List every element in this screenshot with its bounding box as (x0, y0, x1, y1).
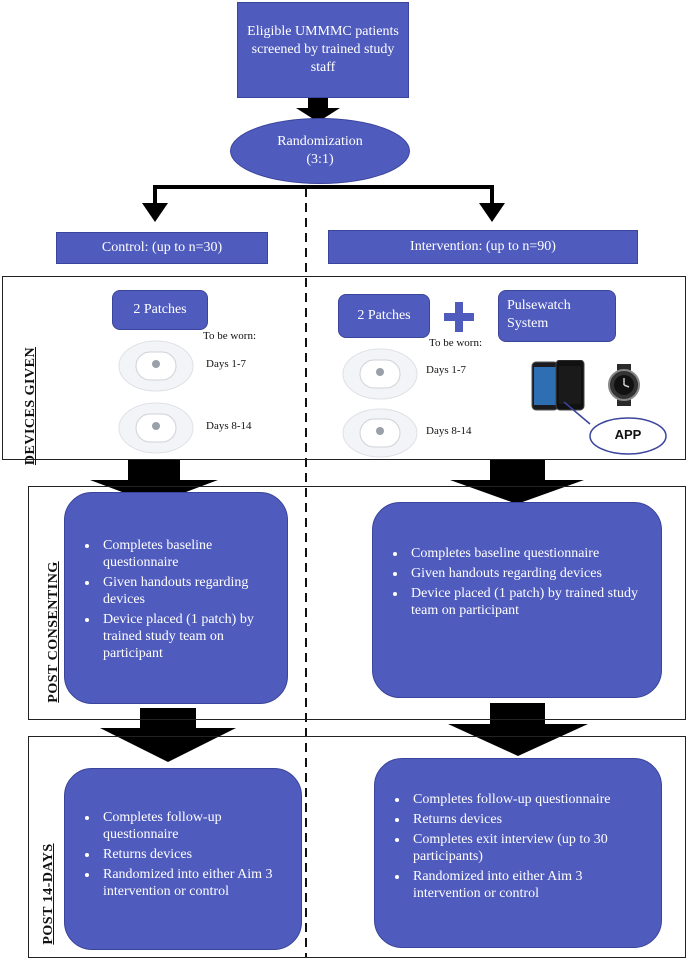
pulsewatch-label: Pulsewatch System (507, 298, 571, 331)
screening-box: Eligible UMMMC patients screened by trai… (237, 2, 409, 98)
arrow-control-14 (100, 708, 236, 762)
devices-section (2, 276, 686, 460)
post-consenting-section (28, 486, 686, 720)
patch-icon (118, 402, 194, 454)
pulsewatch-box: Pulsewatch System (498, 290, 616, 342)
devices-section-label: DEVICES GIVEN (23, 346, 38, 466)
plus-icon (444, 302, 474, 332)
list-item: Given handouts regarding devices (99, 574, 279, 608)
randomization-label: Randomization (277, 134, 363, 149)
list-item: Completes exit interview (up to 30 parti… (409, 831, 651, 865)
randomization-ellipse: Randomization (3:1) (230, 118, 410, 184)
intervention-days-2: Days 8-14 (426, 425, 472, 437)
control-days-1: Days 1-7 (206, 358, 247, 370)
control-14-box: Completes follow-up questionnaire Return… (64, 768, 302, 950)
intervention-arm-box: Intervention: (up to n=90) (328, 230, 638, 264)
list-item: Completes follow-up questionnaire (99, 809, 291, 843)
patch-icon (342, 348, 418, 400)
intervention-patches-box: 2 Patches (338, 294, 430, 338)
list-item: Returns devices (99, 846, 291, 863)
control-patches-box: 2 Patches (112, 290, 208, 330)
control-days-2: Days 8-14 (206, 420, 252, 432)
intervention-consent-box: Completes baseline questionnaire Given h… (372, 502, 662, 698)
post-14-section (28, 736, 686, 958)
control-to-be-worn: To be worn: (203, 330, 256, 342)
screening-text: Eligible UMMMC patients screened by trai… (247, 24, 399, 75)
control-14-list: Completes follow-up questionnaire Return… (65, 809, 291, 900)
list-item: Completes baseline questionnaire (99, 537, 279, 571)
app-callout (563, 401, 667, 455)
arrow-intervention-14 (448, 703, 588, 756)
list-item: Randomized into either Aim 3 interventio… (409, 868, 651, 902)
intervention-arm-label: Intervention: (up to n=90) (410, 239, 556, 254)
intervention-to-be-worn: To be worn: (429, 337, 482, 349)
smartphone-icon (531, 360, 585, 411)
control-arm-label: Control: (up to n=30) (101, 240, 223, 255)
intervention-days-1: Days 1-7 (426, 364, 467, 376)
app-label: APP (614, 427, 642, 442)
arrow-control-consent (90, 460, 218, 504)
randomization-ratio: (3:1) (306, 152, 334, 167)
list-item: Given handouts regarding devices (407, 565, 647, 582)
smartwatch-icon (608, 364, 640, 406)
control-consent-box: Completes baseline questionnaire Given h… (64, 492, 288, 704)
list-item: Completes follow-up questionnaire (409, 791, 651, 808)
arrow-intervention-consent (450, 460, 584, 504)
arrow-to-intervention (479, 203, 505, 222)
list-item: Completes baseline questionnaire (407, 545, 647, 562)
patch-icon (342, 408, 418, 458)
list-item: Device placed (1 patch) by trained study… (99, 611, 279, 662)
intervention-14-box: Completes follow-up questionnaire Return… (374, 758, 662, 948)
control-patches-label: 2 Patches (133, 302, 187, 317)
post-14-section-label: POST 14-DAYS (41, 843, 56, 945)
arrow-to-randomization (296, 98, 340, 122)
list-item: Returns devices (409, 811, 651, 828)
post-consenting-section-label: POST CONSENTING (46, 561, 61, 703)
list-item: Device placed (1 patch) by trained study… (407, 585, 647, 619)
intervention-patches-label: 2 Patches (357, 308, 411, 323)
control-consent-list: Completes baseline questionnaire Given h… (65, 537, 279, 662)
control-arm-box: Control: (up to n=30) (56, 232, 268, 264)
patch-icon (118, 340, 194, 392)
intervention-consent-list: Completes baseline questionnaire Given h… (373, 545, 647, 619)
list-item: Randomized into either Aim 3 interventio… (99, 866, 291, 900)
intervention-14-list: Completes follow-up questionnaire Return… (375, 791, 651, 902)
arrow-to-control (142, 203, 168, 222)
